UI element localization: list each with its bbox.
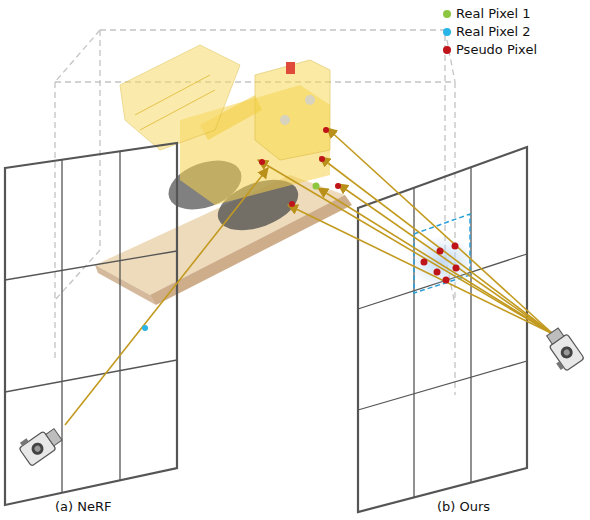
legend-label: Real Pixel 1 xyxy=(456,6,531,22)
image-plane-left xyxy=(5,143,177,505)
panel-caption: (a) NeRF xyxy=(55,499,111,515)
bounding-cube xyxy=(55,30,455,395)
legend-label: Pseudo Pixel xyxy=(456,42,537,58)
legend-dot xyxy=(443,28,451,36)
legend-dot xyxy=(443,46,451,54)
camera-left xyxy=(17,422,65,466)
panel-caption: (b) Ours xyxy=(437,499,490,515)
camera-rays xyxy=(65,128,553,425)
legend-dot xyxy=(443,10,451,18)
sample-points xyxy=(142,127,460,331)
image-plane-right xyxy=(358,147,527,512)
legend-label: Real Pixel 2 xyxy=(456,24,531,40)
camera-right xyxy=(540,326,584,374)
lego-bulldozer xyxy=(95,45,352,305)
